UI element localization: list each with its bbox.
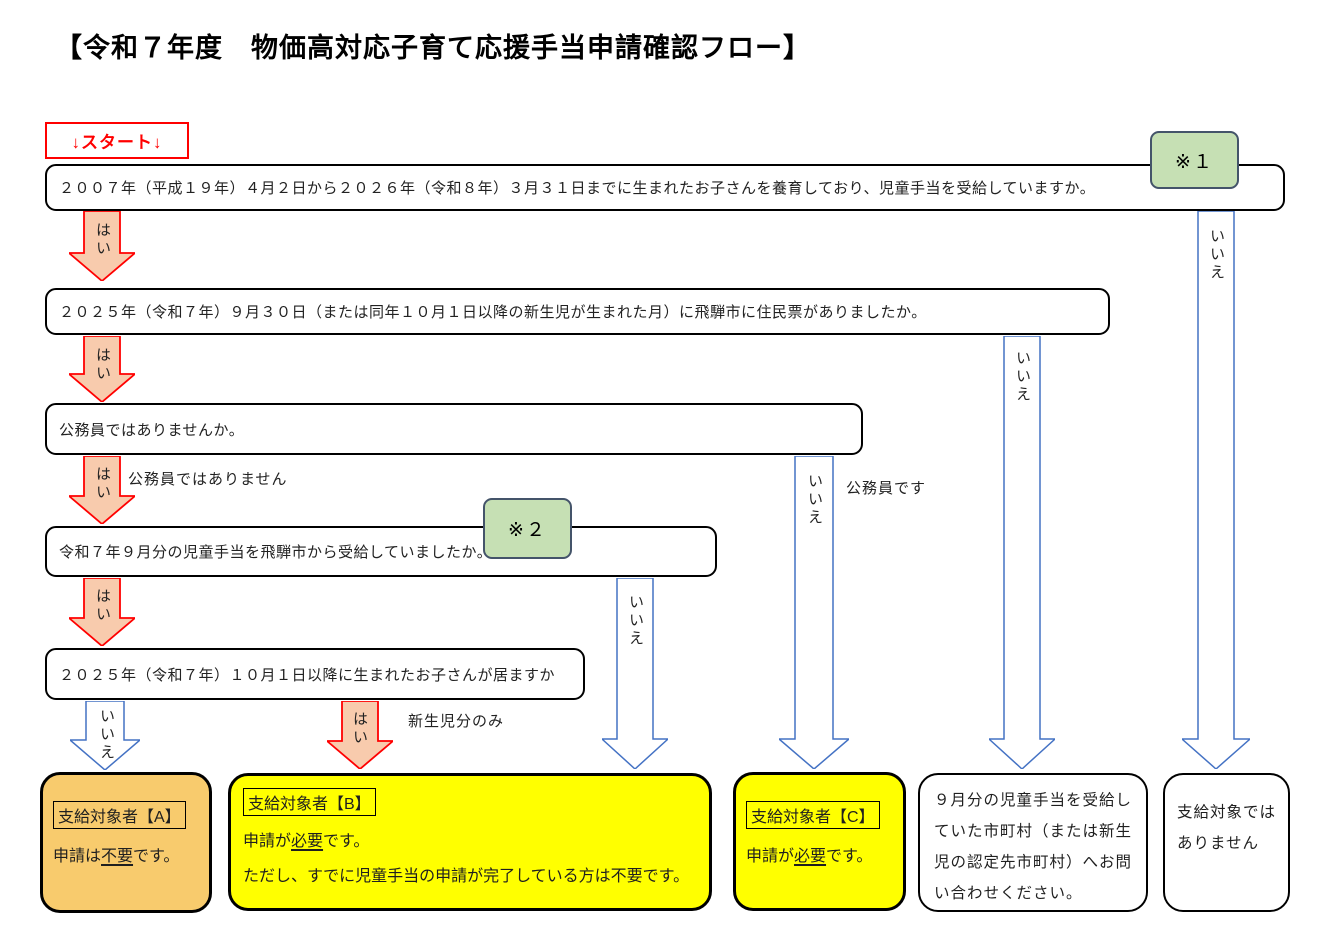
arrow-no-q2-icon	[989, 336, 1055, 769]
result-d-text: ９月分の児童手当を受給していた市町村（または新生児の認定先市町村）へお問い合わせ…	[934, 792, 1133, 902]
question-box-1: ２００７年（平成１９年）４月２日から２０２６年（令和８年）３月３１日までに生まれ…	[45, 164, 1285, 211]
result-a-title: 支給対象者【A】	[53, 801, 186, 829]
result-c-emphasis: 必要	[794, 848, 827, 865]
result-b-line: 申請が必要です。	[243, 827, 709, 851]
result-c-line: 申請が必要です。	[746, 842, 903, 866]
arrow-yes-q2-icon	[69, 336, 135, 402]
start-label: ↓スタート↓	[45, 122, 189, 159]
result-c-post: です。	[826, 848, 873, 865]
arrow-no-q1-icon	[1182, 211, 1250, 769]
label-no-q5: いいえ	[98, 708, 114, 762]
result-a-line: 申請は不要です。	[53, 842, 209, 866]
result-box-c: 支給対象者【C】 申請が必要です。	[733, 772, 906, 911]
result-c-pre: 申請が	[746, 848, 795, 865]
result-box-b: 支給対象者【B】 申請が必要です。 ただし、すでに児童手当の申請が完了している方…	[228, 773, 712, 911]
question-box-2: ２０２５年（令和７年）９月３０日（または同年１０月１日以降の新生児が生まれた月）…	[45, 288, 1110, 335]
result-b-post: です。	[323, 833, 370, 850]
label-no-q4: いいえ	[627, 594, 643, 648]
label-no-q2: いいえ	[1014, 350, 1030, 404]
result-c-title: 支給対象者【C】	[746, 801, 880, 829]
question-box-5: ２０２５年（令和７年）１０月１日以降に生まれたお子さんが居ますか	[45, 648, 585, 700]
question-1-text: ２００７年（平成１９年）４月２日から２０２６年（令和８年）３月３１日までに生まれ…	[59, 181, 1096, 197]
label-newborn-only: 新生児分のみ	[408, 714, 505, 730]
label-yes-q5: はい	[351, 711, 367, 747]
question-2-text: ２０２５年（令和７年）９月３０日（または同年１０月１日以降の新生児が生まれた月）…	[59, 305, 927, 321]
label-no-q1: いいえ	[1208, 228, 1224, 282]
question-box-4: 令和７年９月分の児童手当を飛騨市から受給していましたか。	[45, 526, 717, 577]
label-civil-servant: 公務員です	[846, 481, 927, 497]
label-not-civil-servant: 公務員ではありません	[128, 472, 288, 488]
question-5-text: ２０２５年（令和７年）１０月１日以降に生まれたお子さんが居ますか	[59, 667, 556, 684]
footnote-1-badge: ※１	[1150, 131, 1239, 189]
arrow-yes-q4-icon	[69, 578, 135, 646]
arrow-no-q4-icon	[602, 578, 668, 769]
result-e-text: 支給対象ではありません	[1177, 804, 1277, 852]
result-b-emphasis: 必要	[291, 833, 324, 850]
result-a-post: です。	[133, 848, 180, 865]
result-box-a: 支給対象者【A】 申請は不要です。	[40, 772, 212, 913]
result-a-pre: 申請は	[53, 848, 102, 865]
result-a-emphasis: 不要	[101, 848, 134, 865]
arrow-yes-q1-icon	[69, 211, 135, 281]
result-b-pre: 申請が	[243, 833, 292, 850]
result-b-title: 支給対象者【B】	[243, 788, 376, 816]
question-3-text: 公務員ではありませんか。	[59, 422, 245, 439]
question-4-text: 令和７年９月分の児童手当を飛騨市から受給していましたか。	[59, 545, 493, 561]
question-box-3: 公務員ではありませんか。	[45, 403, 863, 455]
result-b-note: ただし、すでに児童手当の申請が完了している方は不要です。	[243, 868, 690, 885]
label-yes-q2: はい	[94, 347, 110, 383]
label-yes-q3: はい	[94, 466, 110, 502]
label-no-q3: いいえ	[806, 473, 822, 527]
label-yes-q4: はい	[94, 588, 110, 624]
arrow-yes-q3-icon	[69, 456, 135, 524]
arrow-no-q5-icon	[70, 701, 140, 770]
result-box-d: ９月分の児童手当を受給していた市町村（または新生児の認定先市町村）へお問い合わせ…	[918, 773, 1148, 912]
footnote-2-badge: ※２	[483, 498, 572, 559]
page-title: 【令和７年度 物価高対応子育て応援手当申請確認フロー】	[55, 33, 811, 63]
arrow-no-q3-icon	[779, 456, 849, 769]
arrow-yes-q5-icon	[327, 701, 393, 769]
label-yes-q1: はい	[94, 222, 110, 258]
result-box-e: 支給対象ではありません	[1163, 773, 1290, 912]
